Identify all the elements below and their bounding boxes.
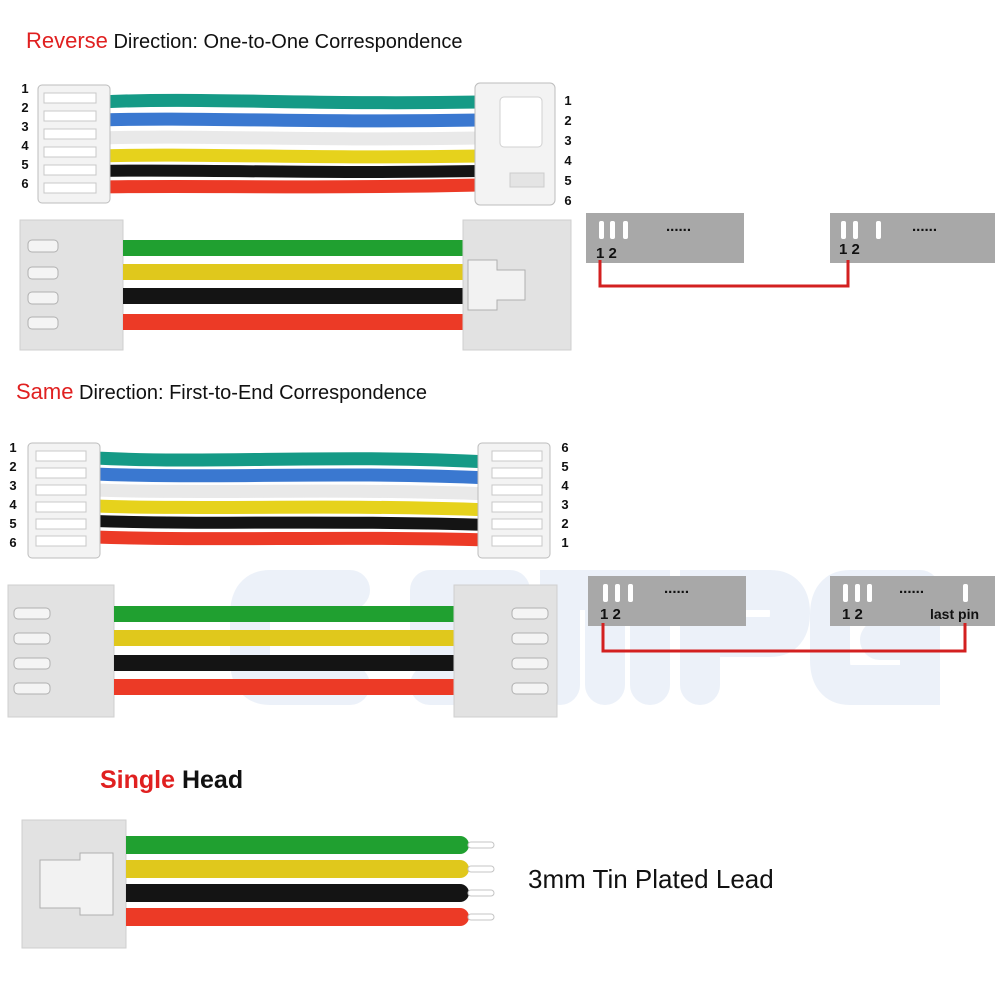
reverse-cable-drawing — [19, 219, 572, 351]
pin-number: 5 — [564, 173, 572, 188]
reverse-left-ellipsis: ...... — [666, 218, 692, 235]
reverse-cable-photo — [37, 82, 556, 206]
tin-plated-lead-tips — [467, 841, 495, 921]
single-head-wires — [126, 836, 469, 926]
reverse-drawing-right-connector — [462, 219, 572, 351]
same-title-accent: Same — [16, 379, 74, 404]
wire-blue — [99, 112, 481, 128]
same-header-right — [830, 576, 995, 626]
pin-number: 5 — [9, 516, 17, 531]
pin-number: 6 — [561, 440, 569, 455]
same-left-ellipsis: ...... — [664, 580, 690, 597]
wire-black — [99, 164, 481, 178]
same-photo-right-connector — [477, 442, 551, 559]
pin-number: 2 — [21, 100, 29, 115]
wire-black — [94, 515, 491, 531]
reverse-photo-right-connector — [474, 82, 556, 206]
reverse-header-right — [830, 213, 995, 263]
reverse-photo-wires — [99, 93, 481, 194]
reverse-pin-diagram — [586, 213, 995, 288]
pin-number: 4 — [21, 138, 29, 153]
tin-plated-lead-label: 3mm Tin Plated Lead — [528, 864, 774, 894]
same-direction-title: Same Direction: First-to-End Corresponde… — [16, 379, 427, 405]
same-header-left — [588, 576, 746, 626]
pin-number: 6 — [21, 176, 29, 191]
pin-number: 6 — [9, 535, 17, 550]
same-left-pin-labels: 1 2 — [600, 606, 621, 623]
wire-teal — [94, 451, 491, 469]
last-pin-label: last pin — [930, 606, 980, 622]
same-right-pin-numbers: 6 5 4 3 2 1 — [558, 438, 572, 552]
single-head-title: Single Head — [100, 766, 243, 795]
pin-number: 4 — [561, 478, 569, 493]
pin-number: 1 — [9, 440, 17, 455]
wire-red — [94, 530, 491, 547]
pin-number: 3 — [21, 119, 29, 134]
pin-number: 6 — [564, 193, 572, 208]
pin-number: 5 — [561, 459, 569, 474]
same-left-pin-numbers: 1 2 3 4 5 6 — [6, 438, 20, 552]
wire-teal — [99, 93, 481, 110]
wire-white — [99, 130, 481, 146]
same-title-rest: Direction: First-to-End Correspondence — [73, 382, 427, 404]
wire-white — [94, 483, 491, 501]
pin-number: 3 — [561, 497, 569, 512]
reverse-right-ellipsis: ...... — [912, 218, 938, 235]
reverse-photo-left-connector — [37, 84, 111, 204]
same-pin-diagram — [588, 576, 995, 653]
same-right-pin-labels: 1 2 — [842, 606, 863, 623]
reverse-connection-trace — [598, 260, 850, 288]
pin-number: 2 — [561, 516, 569, 531]
single-title-rest: Head — [175, 766, 244, 794]
reverse-title-accent: Reverse — [26, 28, 108, 53]
reverse-left-pin-labels: 1 2 — [596, 245, 617, 262]
same-cable-photo — [27, 442, 551, 559]
reverse-drawing-left-connector — [19, 219, 124, 351]
wire-red — [99, 178, 481, 194]
pin-number: 5 — [21, 157, 29, 172]
single-title-accent: Single — [100, 766, 176, 794]
same-drawing-wires — [114, 606, 454, 695]
same-photo-wires — [94, 451, 491, 547]
reverse-drawing-wires — [123, 240, 463, 330]
pin-number: 4 — [564, 153, 572, 168]
same-drawing-right-connector — [453, 584, 558, 718]
single-head-connector — [21, 819, 127, 949]
same-photo-left-connector — [27, 442, 101, 559]
pin-number: 2 — [564, 113, 572, 128]
wire-yellow — [94, 499, 491, 517]
pin-number: 1 — [561, 535, 569, 550]
reverse-header-left — [586, 213, 744, 263]
same-cable-drawing — [7, 584, 558, 718]
reverse-left-pin-numbers: 1 2 3 4 5 6 — [18, 79, 32, 193]
single-head-drawing — [21, 819, 495, 949]
wire-blue — [94, 467, 491, 485]
reverse-right-pin-labels: 1 2 — [839, 241, 860, 258]
pin-number: 3 — [564, 133, 572, 148]
same-drawing-left-connector — [7, 584, 115, 718]
same-right-ellipsis: ...... — [899, 580, 925, 597]
pin-number: 2 — [9, 459, 17, 474]
pin-number: 4 — [9, 497, 17, 512]
reverse-title-rest: Direction: One-to-One Correspondence — [107, 31, 463, 53]
pin-number: 1 — [564, 93, 572, 108]
pin-number: 1 — [21, 81, 29, 96]
same-connection-trace — [601, 623, 967, 653]
wire-yellow — [99, 148, 481, 164]
reverse-right-pin-numbers: 1 2 3 4 5 6 — [561, 91, 575, 211]
pin-number: 3 — [9, 478, 17, 493]
reverse-direction-title: Reverse Direction: One-to-One Correspond… — [26, 28, 463, 54]
